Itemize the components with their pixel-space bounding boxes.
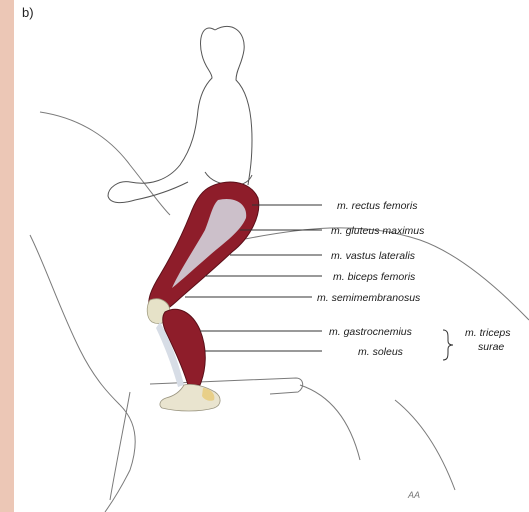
label-gastrocnemius: m. gastrocnemius xyxy=(329,326,413,338)
label-gluteus-maximus: m. gluteus maximus xyxy=(331,225,425,237)
label-biceps-femoris: m. biceps femoris xyxy=(333,271,416,283)
triceps-surae-brace xyxy=(443,330,453,360)
horse-outline xyxy=(30,112,529,512)
label-semimembranosus: m. semimembranosus xyxy=(317,292,421,304)
label-rectus-femoris: m. rectus femoris xyxy=(337,200,418,212)
artist-signature: AA xyxy=(408,490,420,500)
label-vastus-lateralis: m. vastus lateralis xyxy=(331,250,416,262)
leg-musculature xyxy=(147,182,259,411)
group-label-line1: m. triceps xyxy=(465,327,511,339)
group-label-line2: surae xyxy=(478,341,504,353)
label-soleus: m. soleus xyxy=(358,346,404,358)
rider-outline xyxy=(108,26,252,202)
